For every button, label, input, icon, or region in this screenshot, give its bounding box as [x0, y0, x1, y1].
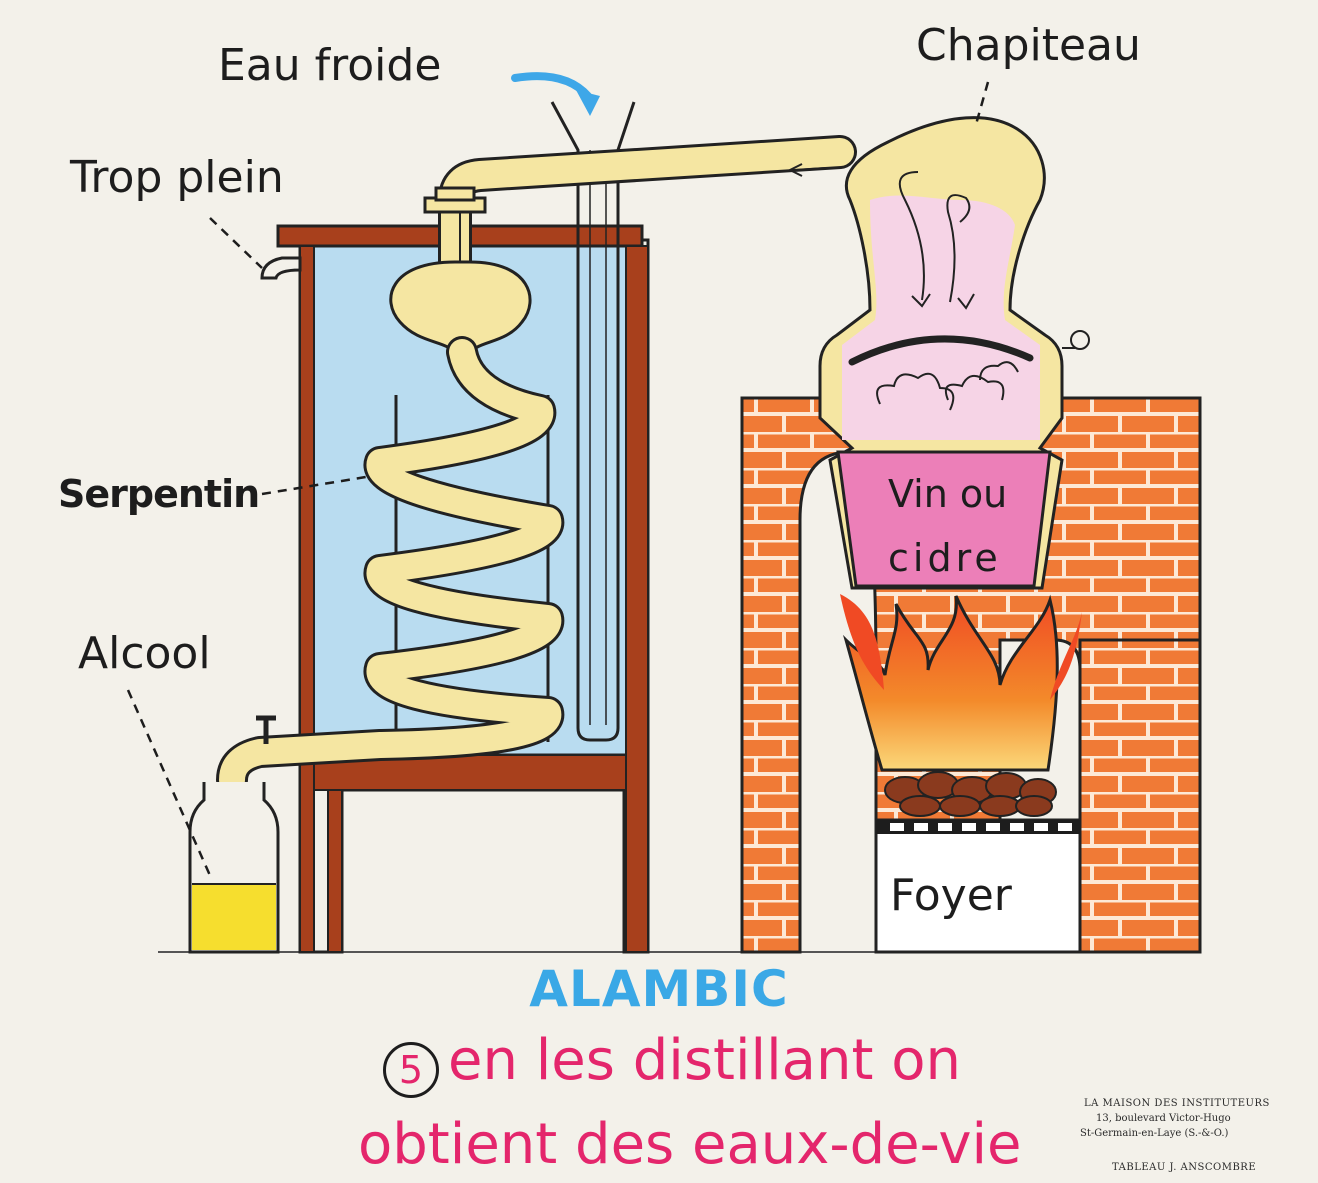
cold-water-pipe — [511, 72, 636, 742]
still-pot — [818, 116, 1090, 590]
label-vin-line2: cidre — [888, 536, 1002, 580]
label-chapiteau: Chapiteau — [916, 20, 1141, 71]
publisher-address: 13, boulevard Victor-Hugo — [1096, 1113, 1231, 1124]
serpentin-coil — [216, 336, 565, 796]
label-alcool: Alcool — [78, 628, 211, 679]
label-foyer: Foyer — [890, 870, 1012, 921]
label-eau-froide: Eau froide — [218, 40, 442, 91]
caption-line-2: obtient des eaux-de-vie — [358, 1112, 1022, 1177]
publisher-city: St-Germain-en-Laye (S.-&-O.) — [1080, 1128, 1229, 1139]
tap-icon — [256, 715, 276, 744]
label-trop-plein: Trop plein — [70, 152, 284, 203]
tableau-credit: TABLEAU J. ANSCOMBRE — [1112, 1162, 1257, 1173]
alcohol-jar — [188, 782, 280, 954]
coal-pile — [884, 771, 1057, 817]
grate — [876, 820, 1080, 834]
caption-line-1: en les distillant on — [448, 1028, 961, 1093]
label-leaders — [126, 81, 990, 881]
label-vin-line1: Vin ou — [888, 472, 1008, 516]
poster-title: ALAMBIC — [529, 960, 789, 1018]
publisher-name: LA MAISON DES INSTITUTEURS — [1084, 1098, 1270, 1109]
label-serpentin: Serpentin — [58, 472, 260, 516]
step-number-badge: 5 — [383, 1042, 439, 1098]
overflow-pipe — [260, 256, 302, 280]
fire-flames — [840, 594, 1082, 772]
